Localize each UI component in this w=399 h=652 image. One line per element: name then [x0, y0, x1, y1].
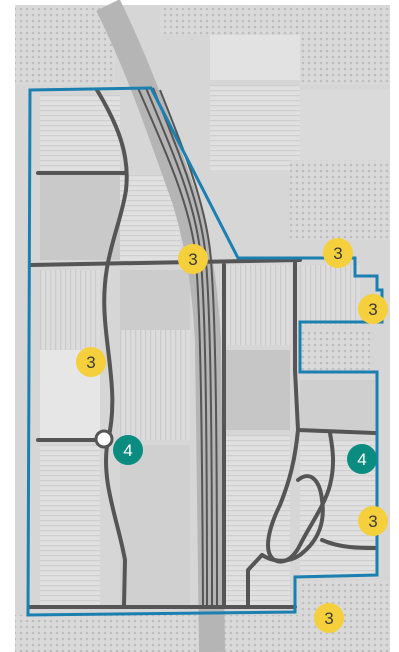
markers-layer: 3 3 3 3 4 4 3 3 — [76, 238, 388, 633]
roundabout — [94, 429, 114, 449]
marker-circle — [323, 238, 353, 268]
marker-label: 3 — [86, 353, 95, 372]
marker-label: 3 — [368, 300, 377, 319]
map-marker-4-teal[interactable]: 4 — [113, 435, 143, 465]
map-marker-3-yellow[interactable]: 3 — [358, 294, 388, 324]
marker-circle — [76, 347, 106, 377]
marker-circle — [178, 244, 208, 274]
marker-label: 4 — [357, 450, 366, 469]
marker-circle — [113, 435, 143, 465]
marker-label: 3 — [324, 609, 333, 628]
marker-label: 3 — [188, 250, 197, 269]
aerial-background — [15, 5, 390, 652]
marker-label: 4 — [123, 441, 132, 460]
map-marker-3-yellow[interactable]: 3 — [178, 244, 208, 274]
marker-circle — [358, 506, 388, 536]
road-network — [28, 88, 377, 609]
marker-circle — [358, 294, 388, 324]
marker-circle — [347, 444, 377, 474]
project-boundary — [26, 86, 384, 617]
map-marker-3-yellow[interactable]: 3 — [358, 506, 388, 536]
map-marker-3-yellow[interactable]: 3 — [314, 603, 344, 633]
map-marker-3-yellow[interactable]: 3 — [76, 347, 106, 377]
marker-circle — [314, 603, 344, 633]
marker-label: 3 — [333, 244, 342, 263]
map-marker-4-teal[interactable]: 4 — [347, 444, 377, 474]
map-marker-3-yellow[interactable]: 3 — [323, 238, 353, 268]
marker-label: 3 — [368, 512, 377, 531]
